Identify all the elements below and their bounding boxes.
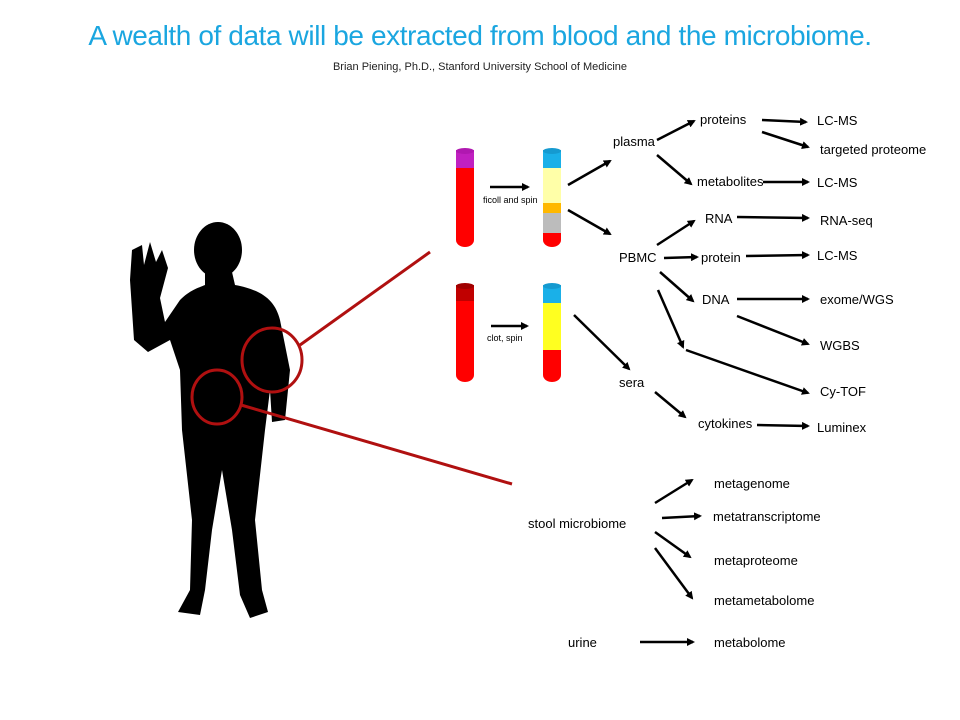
node-lcms-protein: LC-MS xyxy=(817,248,858,263)
node-metatranscriptome: metatranscriptome xyxy=(713,509,821,524)
node-cytof: Cy-TOF xyxy=(820,384,866,399)
step-clot-label: clot, spin xyxy=(487,333,523,343)
node-luminex: Luminex xyxy=(817,420,867,435)
node-wgbs: WGBS xyxy=(820,338,860,353)
connector-gut xyxy=(240,403,513,486)
node-metagenome: metagenome xyxy=(714,476,790,491)
arrows xyxy=(490,117,810,646)
node-sera: sera xyxy=(619,375,645,390)
slide-subtitle: Brian Piening, Ph.D., Stanford Universit… xyxy=(332,61,628,73)
tube-whole-blood-2 xyxy=(456,283,474,382)
node-cytokines: cytokines xyxy=(698,416,753,431)
node-exome-wgs: exome/WGS xyxy=(820,292,894,307)
blood-region-circle xyxy=(240,326,304,394)
node-rna: RNA xyxy=(705,211,733,226)
node-dna: DNA xyxy=(702,292,730,307)
node-metaproteome: metaproteome xyxy=(714,553,798,568)
connector-blood xyxy=(299,250,431,347)
node-metabolites: metabolites xyxy=(697,174,764,189)
step-ficoll-label: ficoll and spin xyxy=(483,195,538,205)
node-stool-microbiome: stool microbiome xyxy=(528,516,626,531)
tube-ficoll-separated xyxy=(543,148,561,247)
node-targeted-proteome: targeted proteome xyxy=(820,142,926,157)
node-rna-seq: RNA-seq xyxy=(820,213,873,228)
gut-region-circle xyxy=(190,368,244,426)
slide-title: A wealth of data will be extracted from … xyxy=(88,20,872,51)
node-urine: urine xyxy=(568,635,597,650)
node-lcms-metabolites: LC-MS xyxy=(817,175,858,190)
node-plasma: plasma xyxy=(613,134,656,149)
node-metametabolome: metametabolome xyxy=(714,593,814,608)
node-protein: protein xyxy=(701,250,741,265)
node-metabolome: metabolome xyxy=(714,635,786,650)
human-silhouette xyxy=(130,222,290,618)
node-lcms-proteins: LC-MS xyxy=(817,113,858,128)
node-proteins: proteins xyxy=(700,112,747,127)
tube-whole-blood-1 xyxy=(456,148,474,247)
tube-clotted-serum xyxy=(543,283,561,382)
node-pbmc: PBMC xyxy=(619,250,657,265)
